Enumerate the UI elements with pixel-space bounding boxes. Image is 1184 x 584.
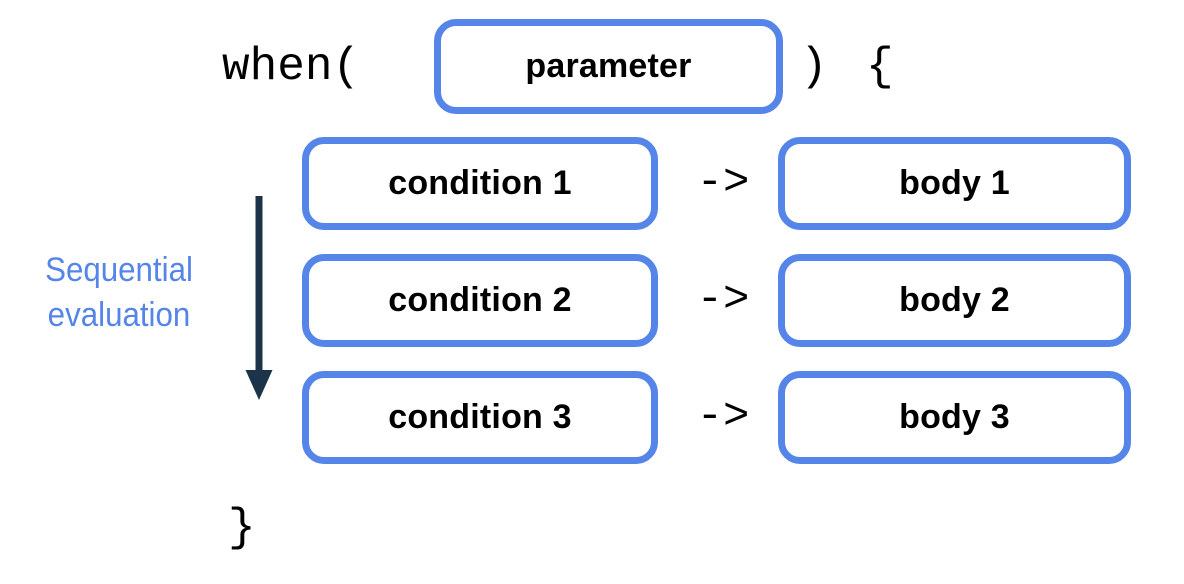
- condition-box-3-label: condition 3: [388, 398, 572, 436]
- condition-box-1-label: condition 1: [388, 164, 572, 202]
- opening-brace-text: {: [866, 41, 894, 93]
- branch-arrow-2: ->: [696, 275, 750, 325]
- parameter-box[interactable]: parameter: [434, 19, 783, 114]
- condition-box-2-label: condition 2: [388, 281, 572, 319]
- branch-arrow-3: ->: [696, 392, 750, 442]
- closing-paren-text: ): [800, 41, 828, 93]
- sequential-evaluation-line-1: Sequential: [45, 251, 193, 289]
- body-box-3[interactable]: body 3: [778, 371, 1131, 464]
- condition-box-1[interactable]: condition 1: [302, 137, 658, 230]
- body-box-1[interactable]: body 1: [778, 137, 1131, 230]
- when-keyword-text: when(: [222, 41, 361, 93]
- closing-brace-text: }: [228, 502, 256, 554]
- parameter-box-label: parameter: [525, 47, 692, 85]
- body-box-3-label: body 3: [899, 398, 1010, 436]
- sequential-evaluation-arrow-icon: [245, 196, 273, 400]
- branch-arrow-1: ->: [696, 158, 750, 208]
- sequential-evaluation-line-2: evaluation: [47, 296, 191, 334]
- condition-box-3[interactable]: condition 3: [302, 371, 658, 464]
- sequential-evaluation-caption: Sequential evaluation: [17, 248, 221, 338]
- body-box-2[interactable]: body 2: [778, 254, 1131, 347]
- body-box-1-label: body 1: [899, 164, 1010, 202]
- body-box-2-label: body 2: [899, 281, 1010, 319]
- condition-box-2[interactable]: condition 2: [302, 254, 658, 347]
